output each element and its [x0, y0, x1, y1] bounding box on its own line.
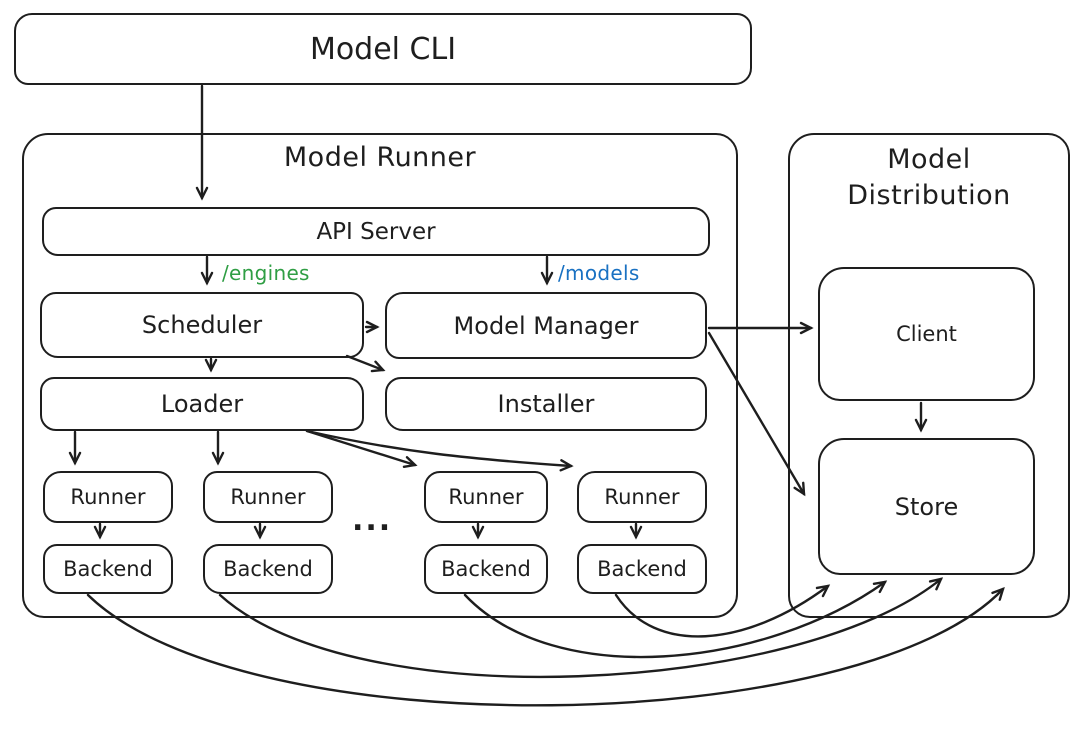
backend-label: Backend — [223, 557, 313, 581]
runner-label: Runner — [448, 485, 524, 509]
more-runners-ellipsis: ... — [352, 503, 393, 538]
scheduler-label: Scheduler — [141, 311, 263, 339]
store-label: Store — [894, 492, 959, 521]
api-server-box: API Server — [42, 207, 710, 256]
backend-box-3: Backend — [424, 544, 548, 594]
client-label: Client — [896, 322, 957, 346]
loader-box: Loader — [40, 377, 364, 431]
installer-box: Installer — [385, 377, 707, 431]
model-distribution-title-line1: Model — [887, 144, 971, 175]
api-server-label: API Server — [316, 218, 436, 245]
model-distribution-title: Model Distribution — [798, 142, 1060, 215]
runner-label: Runner — [604, 485, 680, 509]
store-box: Store — [818, 438, 1035, 575]
engines-route-label: /engines — [222, 261, 310, 285]
backend-box-2: Backend — [203, 544, 333, 594]
model-manager-box: Model Manager — [385, 292, 707, 359]
backend-box-4: Backend — [577, 544, 707, 594]
model-cli-label: Model CLI — [309, 31, 457, 67]
models-route-label: /models — [558, 261, 640, 285]
backend-label: Backend — [597, 557, 687, 581]
model-runner-title: Model Runner — [283, 142, 477, 173]
model-manager-label: Model Manager — [453, 311, 639, 340]
runner-box-1: Runner — [43, 471, 173, 523]
runner-box-2: Runner — [203, 471, 333, 523]
runner-label: Runner — [70, 485, 146, 509]
model-distribution-title-line2: Distribution — [847, 180, 1011, 212]
loader-label: Loader — [160, 390, 244, 418]
backend-box-1: Backend — [43, 544, 173, 594]
installer-label: Installer — [497, 390, 595, 418]
runner-box-4: Runner — [577, 471, 707, 523]
backend-label: Backend — [441, 557, 531, 581]
backend-label: Backend — [63, 557, 153, 581]
scheduler-box: Scheduler — [40, 292, 364, 358]
runner-box-3: Runner — [424, 471, 548, 523]
runner-label: Runner — [230, 485, 306, 509]
client-box: Client — [818, 267, 1035, 401]
model-cli-box: Model CLI — [14, 13, 752, 85]
